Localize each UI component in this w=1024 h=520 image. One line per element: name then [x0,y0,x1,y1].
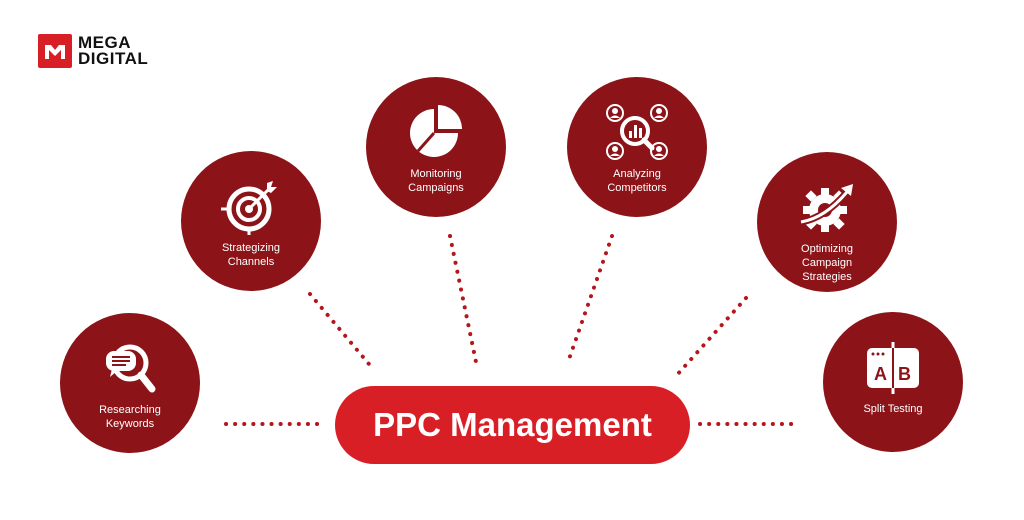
connector-analyzing [566,234,614,364]
node-label: Optimizing Campaign Strategies [801,243,853,283]
center-ppc-management: PPC Management [335,386,690,464]
logo-line-1: MEGA [78,33,131,52]
connector-monitoring [448,234,478,364]
node-split-testing: A B Split Testing [823,312,963,452]
node-monitoring-campaigns: Monitoring Campaigns [366,77,506,217]
search-chat-icon [98,339,162,397]
brand-logo: MEGA DIGITAL [38,34,148,68]
node-researching-keywords: Researching Keywords [60,313,200,453]
competitor-analysis-icon [605,103,669,161]
target-arrow-icon [219,177,283,235]
svg-text:B: B [898,364,911,384]
connector-strategizing [308,292,376,372]
node-strategizing-channels: Strategizing Channels [181,151,321,291]
node-optimizing-campaign-strategies: Optimizing Campaign Strategies [757,152,897,292]
logo-mark-icon [38,34,72,68]
node-label: Split Testing [863,403,923,415]
pie-chart-icon [404,103,468,161]
logo-text: MEGA DIGITAL [78,33,149,68]
node-label: Strategizing Channels [221,242,281,268]
ab-test-icon: A B [861,338,925,396]
logo-line-2: DIGITAL [78,49,149,68]
connector-optimizing [674,296,748,378]
gear-growth-icon [795,178,859,236]
node-label: Analyzing Competitors [607,168,667,194]
node-label: Monitoring Campaigns [408,168,464,194]
svg-text:A: A [874,364,887,384]
node-label: Researching Keywords [99,404,161,430]
node-analyzing-competitors: Analyzing Competitors [567,77,707,217]
